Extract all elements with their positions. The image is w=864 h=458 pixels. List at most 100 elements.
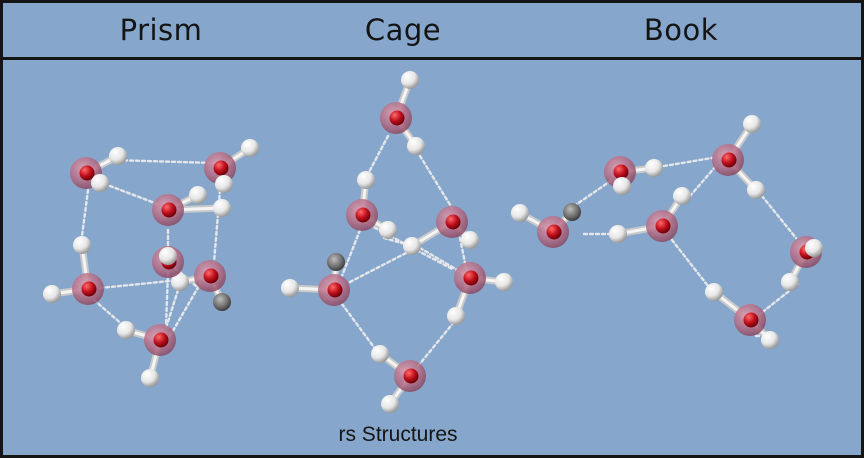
hydrogen-atom-icon [609,225,627,243]
hydrogen-bond [110,158,216,165]
hydrogen-bond [164,288,180,330]
book-cluster [511,115,823,349]
molecule-layer [281,71,513,413]
hydrogen-bond [366,134,390,176]
book-title: Book [643,13,719,47]
hydrogen-atom-icon [705,283,723,301]
oxygen-atom-icon [463,270,479,286]
oxygen-atom-icon [203,268,219,284]
water-molecule [781,236,823,291]
cage-title: Cage [364,13,442,47]
hydrogen-atom-icon [213,293,231,311]
hydrogen-bond-layer [340,134,468,372]
hydrogen-atom-icon [189,186,207,204]
hydrogen-atom-icon [109,147,127,165]
hydrogen-atom-icon [327,253,345,271]
oxygen-atom-icon [743,312,759,328]
hydrogen-atom-icon [281,279,299,297]
oxygen-atom-icon [81,281,97,297]
hydrogen-atom-icon [171,273,189,291]
water-molecule [152,186,231,226]
hydrogen-atom-icon [805,239,823,257]
oxygen-atom-icon [161,202,177,218]
hydrogen-atom-icon [447,307,465,325]
hydrogen-bond [662,156,714,168]
hydrogen-bond [340,228,362,278]
prism-cluster [43,139,259,387]
water-molecule [204,139,259,193]
oxygen-atom-icon [445,214,461,230]
structures-caption: rs Structures [338,423,458,446]
hydrogen-atom-icon [141,369,159,387]
water-molecule [447,262,513,325]
hydrogen-bond-layer [572,156,800,338]
hydrogen-atom-icon [379,221,397,239]
water-molecule [43,236,104,305]
hydrogen-atom-icon [743,115,761,133]
water-molecule [609,187,691,243]
water-molecule [171,260,231,311]
hydrogen-atom-icon [73,236,91,254]
water-molecule [403,206,479,255]
hydrogen-bond [416,320,456,368]
oxygen-atom-icon [655,218,671,234]
molecule-layer [43,139,259,387]
hydrogen-bond [688,164,718,198]
water-molecule [70,147,127,192]
water-molecule [380,71,425,155]
hydrogen-bond [418,154,454,210]
water-molecule [281,253,350,306]
header-bar: Prism Cage Book [3,3,861,60]
oxygen-atom-icon [153,332,169,348]
hydrogen-bond [164,270,170,328]
cage-cluster [281,71,513,413]
hydrogen-atom-icon [495,273,513,291]
hydrogen-atom-icon [401,71,419,89]
hydrogen-bond [340,302,378,352]
hydrogen-bond [760,194,798,240]
water-molecule [511,203,581,248]
hydrogen-atom-icon [673,187,691,205]
oxygen-atom-icon [546,224,562,240]
hydrogen-atom-icon [381,395,399,413]
oxygen-atom-icon [403,368,419,384]
hydrogen-atom-icon [461,231,479,249]
oxygen-atom-icon [613,164,629,180]
hydrogen-atom-icon [117,321,135,339]
water-molecule [604,156,663,195]
hydrogen-bond [670,238,710,288]
water-molecule [705,283,779,349]
water-molecule [117,321,176,387]
hydrogen-bond [572,178,614,208]
hydrogen-bond [168,282,202,338]
water-molecule [152,246,184,278]
hydrogen-bond [108,184,162,207]
hydrogen-atom-icon [91,174,109,192]
hydrogen-atom-icon [563,203,581,221]
hydrogen-atom-icon [371,345,389,363]
oxygen-atom-icon [79,165,95,181]
hydrogen-atom-icon [613,177,631,195]
hydrogen-bond [348,250,410,284]
hydrogen-bond [92,298,126,328]
hydrogen-atom-icon [357,171,375,189]
oxygen-atom-icon [389,110,405,126]
oxygen-atom-icon [355,207,371,223]
hydrogen-atom-icon [213,199,231,217]
hydrogen-atom-icon [43,285,61,303]
hydrogen-atom-icon [781,273,799,291]
water-molecule [712,115,765,199]
hydrogen-atom-icon [747,181,765,199]
hydrogen-atom-icon [241,139,259,157]
hydrogen-atom-icon [159,247,177,265]
hydrogen-atom-icon [215,175,233,193]
hydrogen-atom-icon [645,159,663,177]
hydrogen-bond [80,188,90,238]
hydrogen-atom-icon [761,331,779,349]
oxygen-atom-icon [327,282,343,298]
hydrogen-atom-icon [407,137,425,155]
oxygen-atom-icon [213,160,229,176]
hydrogen-atom-icon [511,204,529,222]
prism-title: Prism [119,13,203,47]
